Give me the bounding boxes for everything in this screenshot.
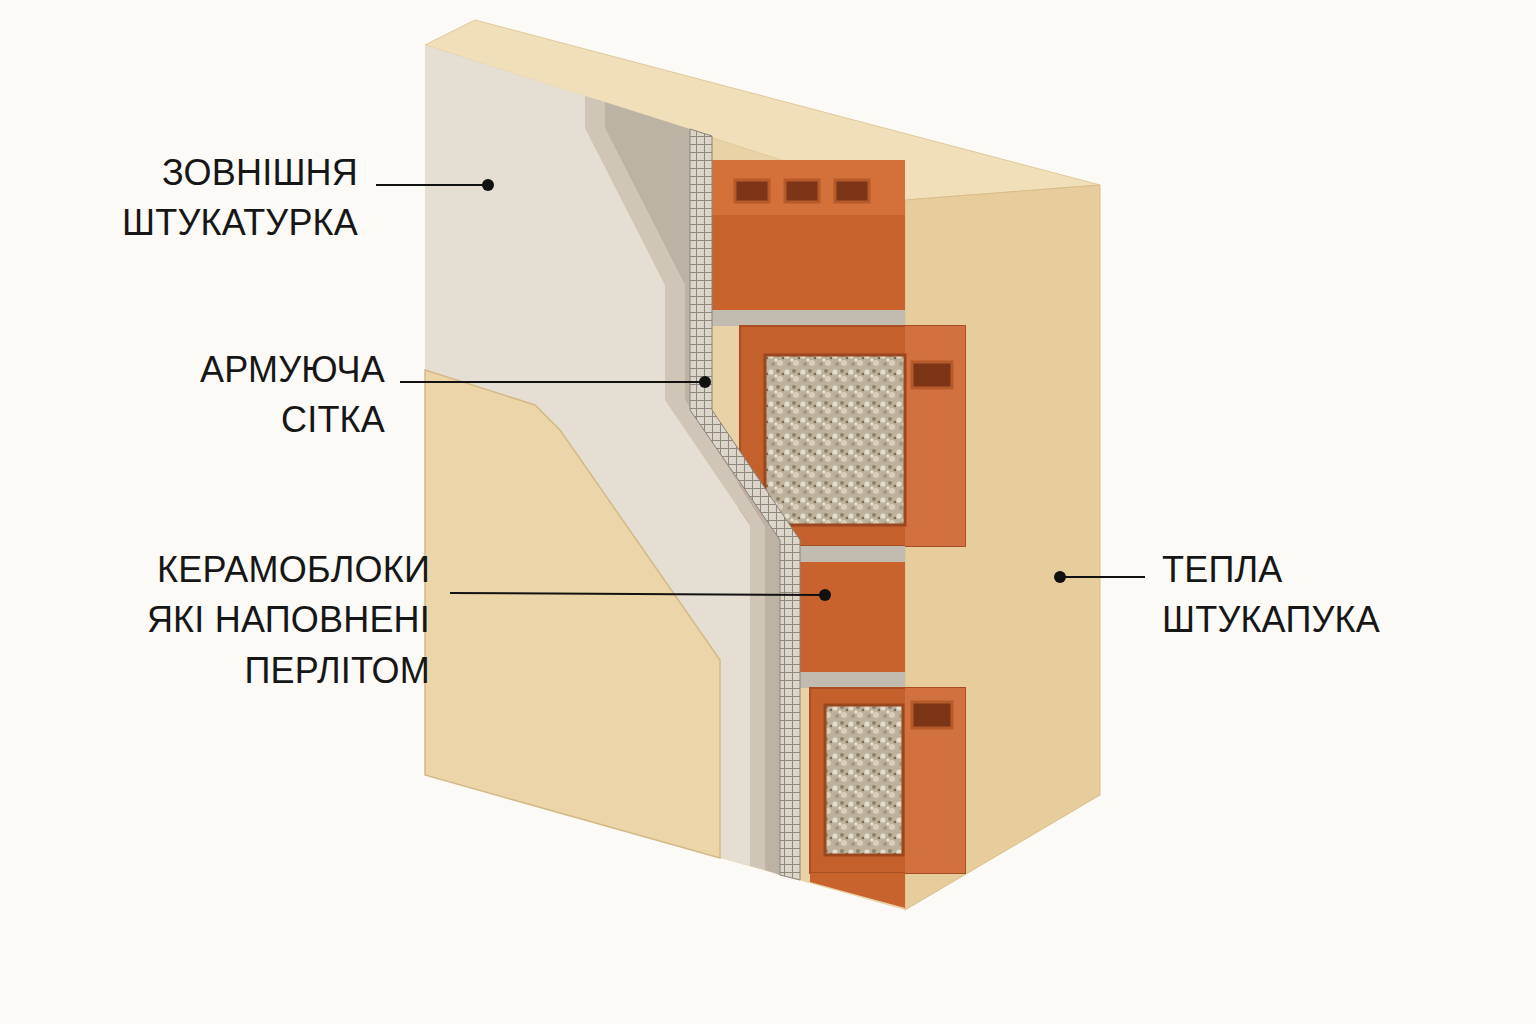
leader-line bbox=[376, 184, 488, 186]
leader-line bbox=[1060, 576, 1145, 578]
mortar-joint bbox=[790, 672, 905, 688]
perlite-fill bbox=[765, 355, 905, 525]
block-side bbox=[905, 688, 965, 873]
finish-layer bbox=[425, 370, 720, 858]
warm-plaster-front bbox=[425, 45, 905, 910]
leader-dot bbox=[482, 179, 494, 191]
callout-label: ТЕПЛА ШТУКАПУКА bbox=[1162, 545, 1422, 646]
leader-line bbox=[400, 381, 705, 383]
mortar-joint bbox=[700, 310, 905, 326]
leader-dot bbox=[819, 589, 831, 601]
block-side bbox=[905, 326, 965, 546]
block-hole bbox=[912, 702, 952, 728]
leader-dot bbox=[1054, 571, 1066, 583]
leader-dot bbox=[699, 376, 711, 388]
block-hole bbox=[912, 362, 952, 388]
ceramic-block bbox=[810, 688, 965, 873]
perlite-fill bbox=[825, 705, 903, 855]
leader-line bbox=[450, 593, 825, 595]
block-top bbox=[700, 160, 905, 215]
block-hole bbox=[735, 180, 769, 202]
ceramic-block bbox=[700, 160, 905, 310]
warm-plaster-side bbox=[905, 185, 1100, 910]
block-hole bbox=[835, 180, 869, 202]
callout-label: АРМУЮЧА СІТКА bbox=[145, 345, 385, 446]
callout-label: ЗОВНІШНЯ ШТУКАТУРКА bbox=[78, 148, 358, 249]
callout-label: КЕРАМОБЛОКИ ЯКІ НАПОВНЕНІ ПЕРЛІТОМ bbox=[110, 545, 430, 696]
ceramic-block bbox=[810, 873, 905, 908]
block-hole bbox=[785, 180, 819, 202]
